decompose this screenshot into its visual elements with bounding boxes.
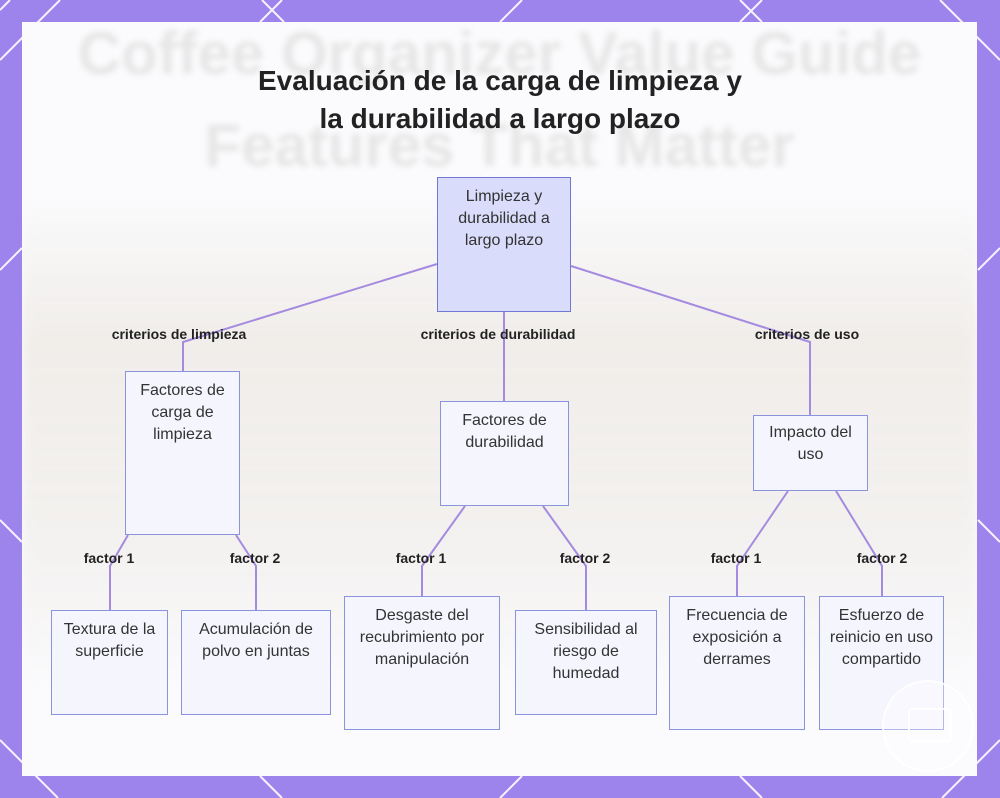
watermark-logo-icon	[882, 680, 974, 772]
node-surface-texture: Textura de la superficie	[51, 610, 168, 715]
edge-label-durability-factor-1: factor 1	[396, 549, 447, 567]
edge-label-durability-factor-2: factor 2	[560, 549, 611, 567]
node-cleaning-factors: Factores de carga de limpieza	[125, 371, 240, 535]
node-coating-wear: Desgaste del recubrimiento por manipulac…	[344, 596, 500, 730]
edge-cleaning-dust	[236, 535, 256, 610]
edge-usage-reset	[836, 491, 882, 596]
node-humidity-sensitivity: Sensibilidad al riesgo de humedad	[515, 610, 657, 715]
watermark-inner-shape	[908, 708, 952, 742]
edge-label-usage-factor-2: factor 2	[857, 549, 908, 567]
node-dust-accumulation: Acumulación de polvo en juntas	[181, 610, 331, 715]
node-spill-frequency: Frecuencia de exposición a derrames	[669, 596, 805, 730]
edge-label-cleaning-factor-1: factor 1	[84, 549, 135, 567]
node-durability-factors: Factores de durabilidad	[440, 401, 569, 506]
edge-label-cleaning-factor-2: factor 2	[230, 549, 281, 567]
edge-cleaning-texture	[110, 535, 128, 610]
edge-label-cleaning-criteria: criterios de limpieza	[112, 325, 247, 343]
edge-label-usage-factor-1: factor 1	[711, 549, 762, 567]
node-usage-impact: Impacto del uso	[753, 415, 868, 491]
node-root: Limpieza y durabilidad a largo plazo	[437, 177, 571, 312]
edge-usage-spills	[737, 491, 788, 596]
edge-label-durability-criteria: criterios de durabilidad	[421, 325, 576, 343]
edge-label-usage-criteria: criterios de uso	[755, 325, 859, 343]
edge-root-cleaning	[183, 264, 437, 371]
